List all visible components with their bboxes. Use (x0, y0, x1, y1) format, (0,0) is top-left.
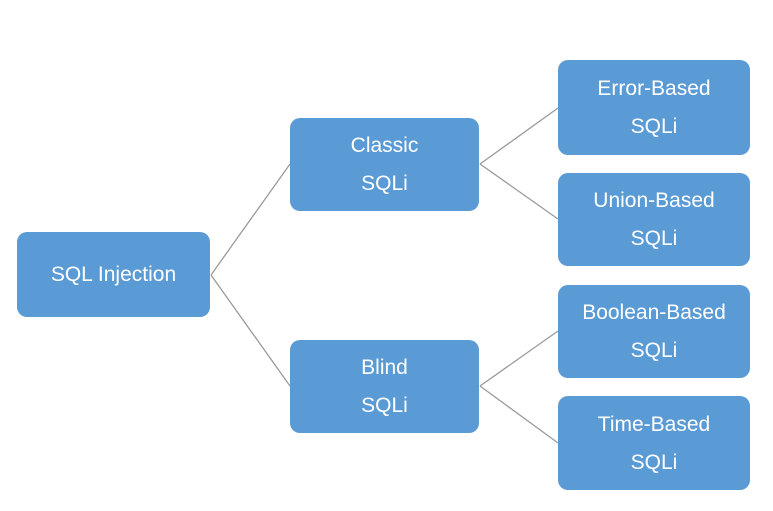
node-union-based-sqli-label-line1: Union-Based (593, 189, 715, 212)
node-boolean-based-sqli-label-line2: SQLi (630, 339, 678, 362)
edge-blind-to-time (479, 385, 559, 444)
node-blind-sqli[interactable]: Blind SQLi (290, 340, 479, 433)
node-time-based-sqli[interactable]: Time-Based SQLi (558, 396, 750, 490)
node-boolean-based-sqli[interactable]: Boolean-Based SQLi (558, 285, 750, 378)
node-sql-injection-label: SQL Injection (50, 263, 177, 286)
node-union-based-sqli[interactable]: Union-Based SQLi (558, 173, 750, 266)
node-union-based-sqli-label-line2: SQLi (630, 227, 678, 250)
node-blind-sqli-label-line1: Blind (361, 356, 408, 379)
node-error-based-sqli[interactable]: Error-Based SQLi (558, 60, 750, 155)
node-classic-sqli[interactable]: Classic SQLi (290, 118, 479, 211)
edge-root-to-blind (210, 274, 291, 387)
edge-classic-to-union (479, 163, 559, 220)
node-classic-sqli-label-line2: SQLi (361, 172, 408, 195)
node-time-based-sqli-label-line2: SQLi (630, 450, 678, 474)
node-boolean-based-sqli-label-line1: Boolean-Based (582, 301, 726, 324)
node-error-based-sqli-label-line1: Error-Based (597, 77, 711, 100)
node-blind-sqli-label-line2: SQLi (361, 394, 408, 417)
edge-root-to-classic (210, 163, 291, 276)
edge-blind-to-boolean (479, 330, 559, 387)
node-sql-injection[interactable]: SQL Injection (17, 232, 210, 317)
edge-classic-to-error (479, 107, 559, 165)
node-classic-sqli-label-line1: Classic (350, 134, 419, 157)
node-error-based-sqli-label-line2: SQLi (630, 115, 678, 138)
node-time-based-sqli-label-line1: Time-Based (597, 412, 711, 436)
